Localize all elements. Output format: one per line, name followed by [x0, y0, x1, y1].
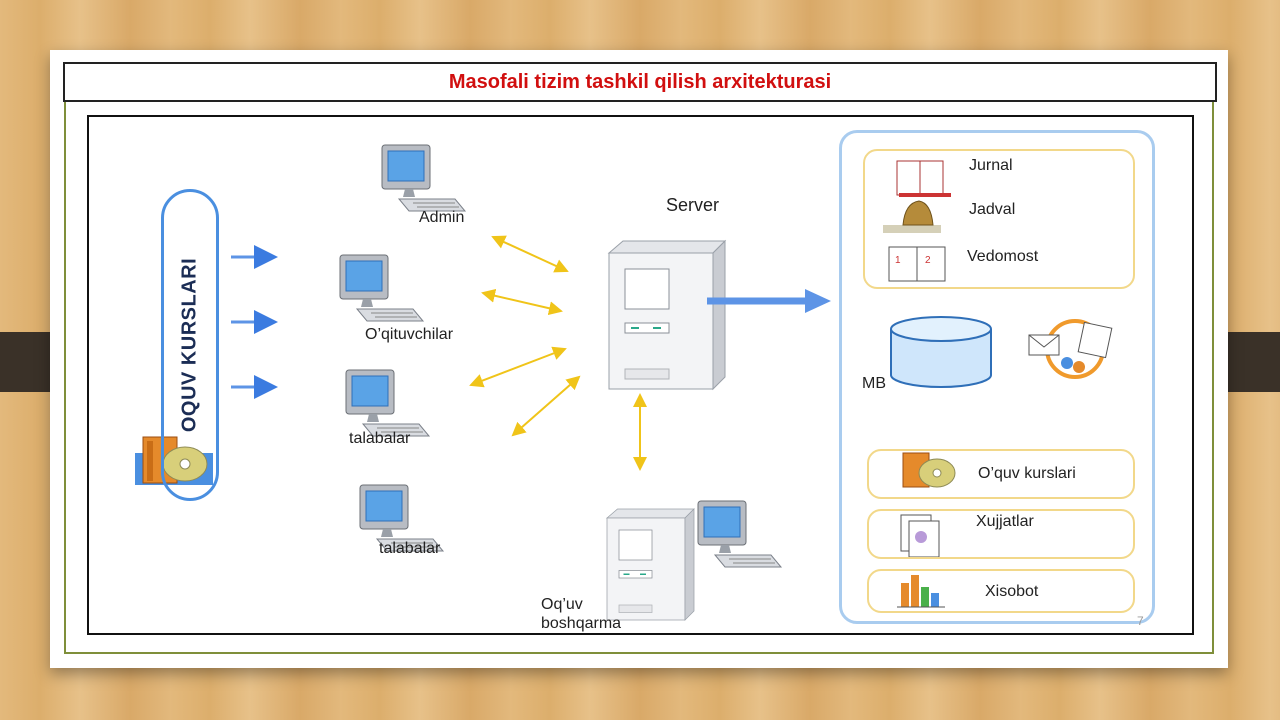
client-label-teachers: O’qituvchilar — [365, 326, 454, 343]
diagram-graphics: 1 2 — [135, 144, 1113, 621]
report-chart-icon — [897, 575, 945, 608]
arrow-admin-server — [491, 235, 569, 273]
admin-computer-icon — [381, 144, 466, 212]
title-box: Masofali tizim tashkil qilish arxitektur… — [63, 62, 1217, 102]
management-server-icon — [606, 508, 695, 621]
arrow-teacher-server — [481, 288, 563, 316]
communication-icon — [1028, 319, 1113, 379]
report-box — [867, 569, 1135, 613]
client-label-admin: Admin — [419, 209, 465, 226]
documents-box — [867, 509, 1135, 559]
item-schedule: Jadval — [969, 201, 1016, 218]
management-label-2: boshqarma — [541, 615, 622, 632]
courses-pill — [161, 189, 219, 501]
arrow-student2-server — [511, 375, 581, 437]
courses-box — [867, 449, 1135, 499]
page-number: 7 — [1137, 614, 1144, 628]
schedule-book-icon: 1 2 — [888, 246, 946, 282]
slide: Masofali tizim tashkil qilish arxitektur… — [50, 50, 1228, 668]
client-label-students-1: talabalar — [349, 430, 411, 447]
item-documents: Xujjatlar — [976, 513, 1034, 530]
svg-text:2: 2 — [925, 255, 931, 266]
management-label-1: Oq’uv — [541, 596, 583, 613]
item-vedomost: Vedomost — [967, 248, 1039, 265]
client-label-students-2: talabalar — [379, 540, 441, 557]
item-report: Xisobot — [985, 583, 1039, 600]
architecture-diagram: 1 2 OQUV KURSLARI Admin — [87, 115, 1194, 635]
documents-icon — [900, 514, 940, 558]
records-group — [863, 149, 1135, 289]
svg-text:1: 1 — [895, 255, 901, 266]
database-label: MB — [862, 375, 886, 392]
student-computer-icon-1 — [345, 369, 430, 437]
item-journal: Jurnal — [969, 157, 1013, 174]
journal-icon — [896, 160, 951, 197]
bell-icon — [883, 200, 941, 233]
teacher-computer-icon — [339, 254, 424, 322]
courses-pill-label: OQUV KURSLARI — [178, 257, 201, 433]
arrow-student1-server — [469, 346, 567, 388]
course-book-cd-icon — [902, 452, 956, 488]
server-label: Server — [666, 195, 720, 215]
database-icon — [890, 316, 992, 388]
management-computer-icon — [697, 500, 782, 568]
modules-panel — [839, 130, 1155, 624]
server-icon — [608, 240, 726, 390]
item-courses: O’quv kurslari — [978, 465, 1076, 482]
slide-title: Masofali tizim tashkil qilish arxitektur… — [448, 70, 832, 93]
